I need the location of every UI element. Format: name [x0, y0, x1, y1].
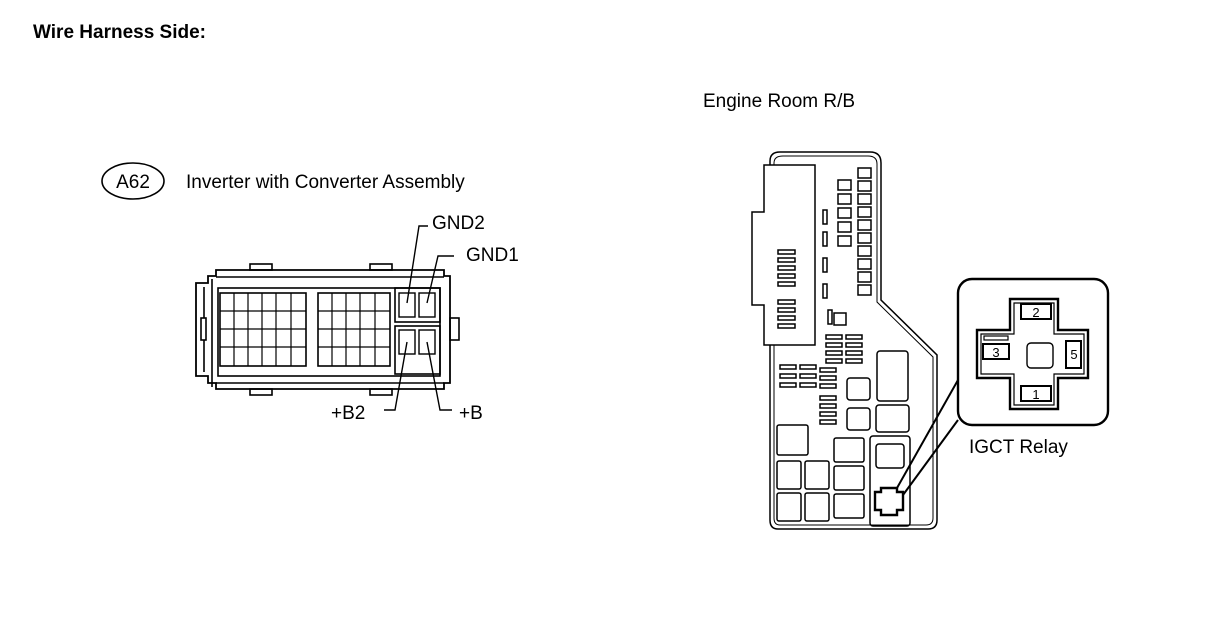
igct-relay-detail: [956, 277, 1110, 427]
pin-1-label: 1: [1032, 387, 1039, 402]
connector-code: A62: [116, 172, 150, 193]
pin-2-label: 2: [1032, 305, 1039, 320]
pin-3-label: 3: [992, 345, 999, 360]
a62-connector: [195, 263, 460, 396]
relay-name-label: IGCT Relay: [969, 437, 1068, 458]
terminal-leaders: [384, 225, 454, 411]
connector-title: Inverter with Converter Assembly: [186, 172, 465, 193]
pin-5-label: 5: [1070, 347, 1077, 362]
relay-pin-labels: 2 3 5 1: [992, 305, 1077, 402]
a62-power-terminals: [398, 292, 436, 355]
engine-room-relay-block: [751, 151, 938, 530]
terminal-label-gnd1: GND1: [466, 245, 519, 266]
a62-left-grid: [220, 293, 306, 366]
terminal-label-gnd2: GND2: [432, 213, 485, 234]
a62-right-grid: [318, 293, 390, 366]
terminal-label-b: +B: [459, 403, 483, 424]
relay-block-title: Engine Room R/B: [703, 91, 856, 112]
connector-code-badge: A62: [101, 162, 165, 200]
terminal-label-b2: +B2: [331, 403, 366, 424]
page-heading: Wire Harness Side:: [33, 22, 207, 43]
igct-relay-socket-small: [873, 486, 905, 517]
callout-pointer: [896, 379, 959, 496]
